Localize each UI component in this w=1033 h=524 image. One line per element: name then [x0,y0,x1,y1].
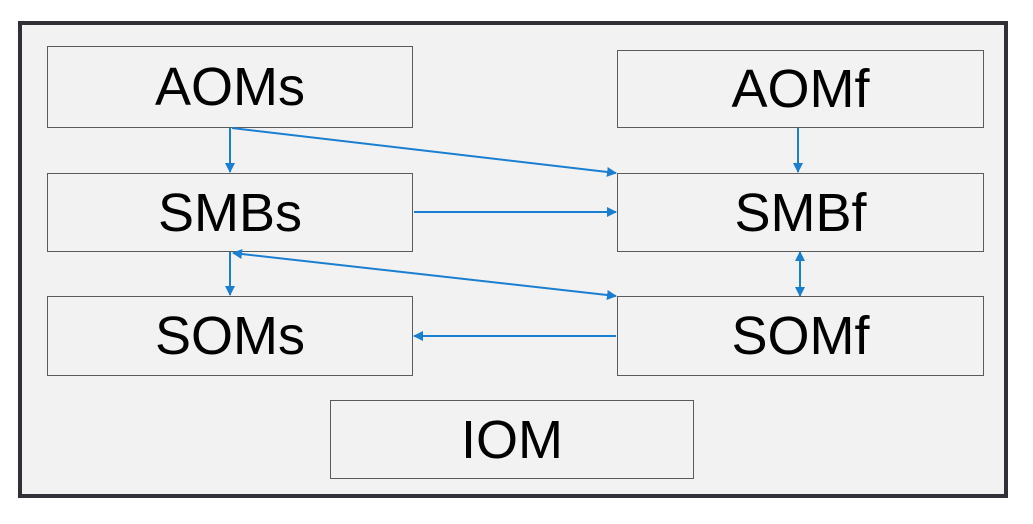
node-label: IOM [461,409,563,470]
node-label: SOMs [154,306,305,366]
node-somf: SOMf [617,296,984,376]
node-aoms: AOMs [47,46,413,128]
node-soms: SOMs [47,296,413,376]
node-label: AOMf [731,59,870,119]
node-smbf: SMBf [617,173,984,252]
node-label: SMBs [157,182,303,243]
node-label: SMBf [734,182,867,243]
node-aomf: AOMf [617,50,984,128]
node-iom: IOM [330,400,694,479]
node-label: SOMf [731,306,870,366]
node-smbs: SMBs [47,173,413,252]
node-label: AOMs [154,57,305,117]
